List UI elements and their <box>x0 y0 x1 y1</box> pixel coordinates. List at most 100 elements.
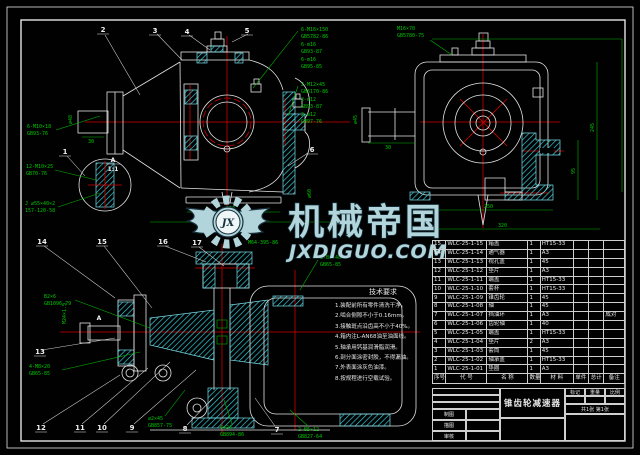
watermark-site: JXDIGUO.COM <box>285 241 448 263</box>
dim-text: 245 <box>590 123 596 132</box>
callout-text: GB70-76 <box>26 171 47 177</box>
callout-text: 2-∅12 <box>301 112 316 118</box>
watermark-monogram: JX <box>220 218 236 229</box>
drawing-number-cell <box>500 418 565 441</box>
balloon-leaders <box>41 33 309 427</box>
balloon-2: 2 <box>101 26 106 34</box>
front-view <box>77 31 350 230</box>
revision-row <box>432 388 500 395</box>
tracer-label: 描图 <box>432 420 466 431</box>
side-view <box>361 32 564 228</box>
tech-req-item: 5.轴承用钙基润滑脂润滑。 <box>335 344 401 351</box>
callout-text: GB5782-86 <box>301 34 328 40</box>
balloon-6: 6 <box>310 146 315 154</box>
callout-text: 6-m16 <box>301 57 316 63</box>
callout-text: GB1096-79 <box>44 301 71 307</box>
signature-cell <box>466 420 500 431</box>
balloon-3: 3 <box>153 27 158 35</box>
signature-cell <box>466 431 500 441</box>
callout-text: GB6170-86 <box>301 89 328 95</box>
tech-req-item: 7.外表面涂灰色油漆。 <box>335 365 390 372</box>
tech-req-item: 3.接触斑点沿齿高不小于40%。 <box>335 323 413 330</box>
tech-req-item: 8.按规程进行空载试验。 <box>335 375 396 382</box>
balloon-16: 16 <box>158 238 168 246</box>
callout-text: 6×24 <box>220 425 232 431</box>
weight-value <box>585 396 605 404</box>
callout-text: GB5780-75 <box>397 33 424 39</box>
balloon-13: 13 <box>35 348 45 356</box>
callout-text: 2-M12×45 <box>301 82 325 88</box>
balloon-17: 17 <box>192 239 202 247</box>
mark-value <box>565 396 585 404</box>
callout-text: GB65-85 <box>29 371 50 377</box>
callout-text: 6-M16×150 <box>301 27 328 33</box>
checker-label: 审核 <box>432 431 466 441</box>
revision-row <box>432 402 500 409</box>
callout-text: GB93-76 <box>27 131 48 137</box>
annotations: 6-M10×18 GB93-76 12-M10×25 GB70-76 J ∅55… <box>25 26 623 440</box>
balloon-9: 9 <box>130 424 135 432</box>
balloon-7: 7 <box>275 426 280 434</box>
callout-text: GB827-64 <box>298 434 322 440</box>
tech-req-item: 1.装配前所有零件清洗干净。 <box>335 303 407 309</box>
part-balloons: 1 2 3 4 5 6 7 8 9 10 11 12 13 14 15 16 1… <box>34 26 318 435</box>
tech-req-item: 6.剖分面涂密封胶，不得漏油。 <box>335 355 412 362</box>
balloon-14: 14 <box>37 238 47 246</box>
balloon-1: 1 <box>63 148 68 156</box>
drawing-frame <box>6 6 634 449</box>
callout-text: M64-395-86 <box>248 240 278 246</box>
callout-text: ∅60 <box>307 189 313 198</box>
callout-text: GB97-76 <box>301 119 322 125</box>
balloon-8: 8 <box>183 425 188 433</box>
dim-text: ∅45 <box>353 115 359 124</box>
callout-text: GB93-87 <box>301 104 322 110</box>
callout-text: 2-m12 <box>301 97 316 103</box>
bom-header-row: 序号代 号名 称数量材 料单件总计备注 <box>431 373 625 385</box>
tech-req-item: 2.啮合侧隙不小于0.16mm。 <box>335 313 408 320</box>
dim-text: 95 <box>571 168 577 174</box>
revision-row <box>432 395 500 402</box>
balloon-10: 10 <box>97 424 107 432</box>
callout-text: B2×6 <box>44 294 56 300</box>
technical-requirements: 技术要求 1.装配前所有零件清洗干净。2.啮合侧隙不小于0.16mm。3.接触斑… <box>335 287 431 384</box>
sheet-info: 共1张 第1张 <box>565 404 625 414</box>
balloon-12: 12 <box>36 424 46 432</box>
dim-text: ∅48 <box>68 115 74 124</box>
title-block: 制图 描图 审核 锥齿轮减速器 标记 重量 比例 共1张 第1张 <box>432 388 625 441</box>
callout-text: 157-120-58 <box>25 208 55 214</box>
scale-label: 比例 <box>605 388 625 396</box>
callout-text: M24×1.5 <box>62 303 68 324</box>
watermark-logo: JX <box>185 195 271 249</box>
callout-text: 6-m16 <box>301 42 316 48</box>
dim-text: 320 <box>498 223 507 229</box>
dim-text: 30 <box>88 139 94 145</box>
drafter-label: 制图 <box>432 409 466 420</box>
callout-text: J ∅55×40×2 <box>25 201 55 207</box>
section-view <box>60 244 420 434</box>
balloon-15: 15 <box>97 238 107 246</box>
balloon-5: 5 <box>245 27 250 35</box>
watermark-brand: 机械帝国 <box>288 202 444 243</box>
callout-text: 12-M10×25 <box>26 164 53 170</box>
callout-text: GB857-75 <box>148 423 172 429</box>
tech-req-item: 4.箱内注L-AN68油至油面线。 <box>335 334 410 341</box>
balloon-4: 4 <box>185 28 190 36</box>
dim-text: 30 <box>385 145 391 151</box>
scale-value <box>605 396 625 404</box>
drawing-title: 锥齿轮减速器 <box>500 388 565 418</box>
